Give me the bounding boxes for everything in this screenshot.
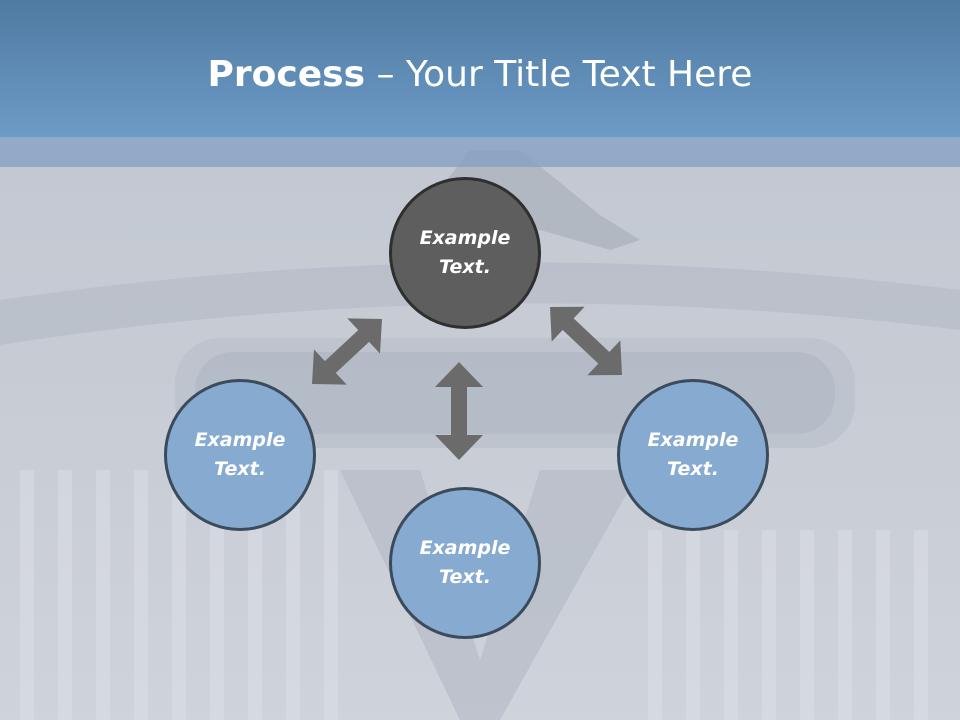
slide-title: Process – Your Title Text Here (0, 50, 960, 100)
title-bar (0, 0, 960, 137)
arrow-top-to-bottom (435, 362, 483, 460)
node-label: Example Text. (647, 429, 739, 480)
arrow-top-to-left (312, 318, 382, 385)
node-label: Example Text. (419, 537, 511, 588)
process-node-bottom: Example Text. (389, 487, 541, 639)
node-label: Example Text. (419, 227, 511, 278)
process-node-top: Example Text. (389, 177, 541, 329)
title-band (0, 137, 960, 167)
arrows-layer (312, 306, 623, 460)
process-node-left: Example Text. (164, 379, 316, 531)
process-node-right: Example Text. (617, 379, 769, 531)
title-bold: Process (207, 54, 366, 95)
title-rest: – Your Title Text Here (365, 54, 753, 95)
node-label: Example Text. (194, 429, 286, 480)
arrow-top-to-right (550, 306, 623, 376)
